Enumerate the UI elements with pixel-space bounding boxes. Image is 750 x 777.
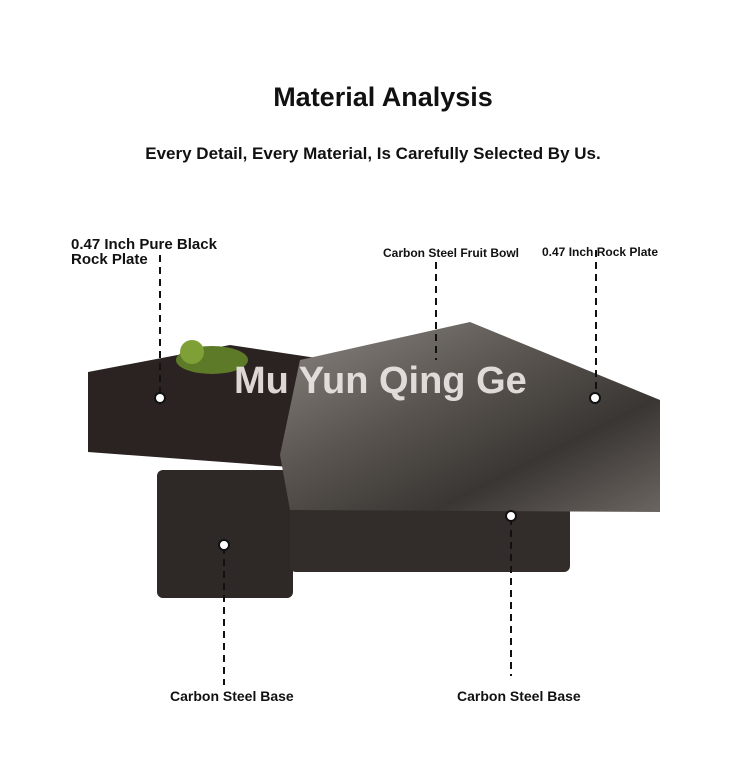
label-fruit-bowl: Carbon Steel Fruit Bowl: [383, 246, 520, 260]
page-title: Material Analysis: [273, 82, 493, 112]
label-line-1: 0.47 Inch Pure Black: [71, 236, 217, 253]
label-base-right: Carbon Steel Base: [457, 688, 581, 704]
fruit: [180, 340, 204, 364]
page-subtitle: Every Detail, Every Material, Is Careful…: [145, 144, 601, 163]
right-base: [290, 500, 570, 572]
marble-rock-plate: [280, 322, 660, 512]
label-black-rock-plate: 0.47 Inch Pure Black Rock Plate: [71, 237, 217, 267]
label-rock-plate: 0.47 Inch Rock Plate: [542, 245, 659, 259]
watermark: Mu Yun Qing Ge: [234, 360, 527, 402]
label-line-2: Rock Plate: [71, 251, 148, 268]
marker-dot: [589, 392, 601, 404]
label-base-left: Carbon Steel Base: [170, 688, 294, 704]
marker-dot: [505, 510, 517, 522]
left-base: [157, 470, 293, 598]
marker-dot: [218, 539, 230, 551]
marker-dot: [154, 392, 166, 404]
black-rock-plate: [88, 345, 330, 470]
